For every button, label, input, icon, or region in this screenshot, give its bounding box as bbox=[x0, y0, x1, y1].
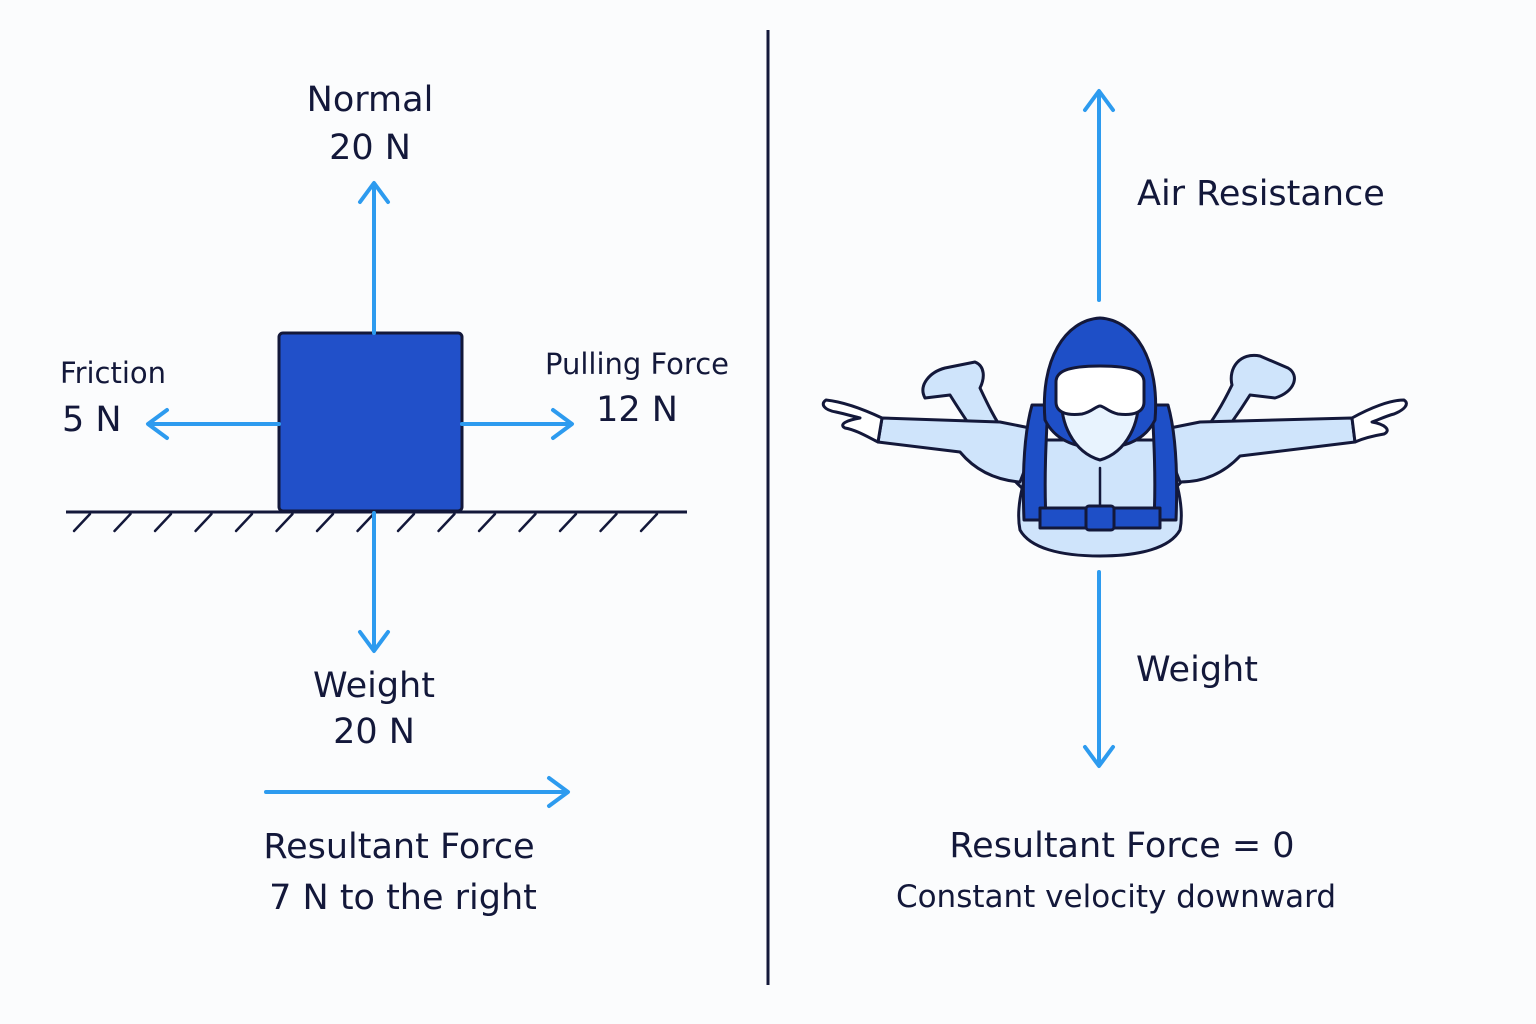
ground-hatch bbox=[153, 512, 173, 533]
left-hand bbox=[821, 398, 884, 444]
pulling-force-arrow bbox=[460, 408, 574, 440]
harness-left bbox=[1021, 403, 1050, 522]
air-resistance-label: Air Resistance bbox=[1137, 174, 1385, 214]
pulling-force-value: 12 N bbox=[596, 390, 678, 430]
ground-hatch bbox=[194, 512, 213, 533]
ground-hatch bbox=[599, 512, 618, 533]
normal-force-arrow bbox=[358, 181, 390, 335]
ground-surface bbox=[66, 510, 687, 533]
weight-name-left: Weight bbox=[313, 666, 435, 706]
ground-hatch bbox=[234, 512, 254, 533]
ground-hatch bbox=[275, 512, 294, 533]
ground-hatch bbox=[72, 512, 92, 533]
resultant-arrow bbox=[264, 776, 570, 808]
weight-value-left: 20 N bbox=[333, 712, 415, 752]
ground-hatch bbox=[477, 512, 497, 533]
resultant-title-left: Resultant Force bbox=[263, 827, 535, 867]
right-arm bbox=[1158, 416, 1357, 484]
friction-value: 5 N bbox=[62, 400, 122, 440]
resultant-detail-right: Constant velocity downward bbox=[895, 879, 1337, 915]
normal-force-name: Normal bbox=[306, 80, 434, 120]
ground-hatch bbox=[518, 512, 537, 533]
left-arm bbox=[876, 416, 1042, 484]
ground-hatch bbox=[315, 512, 335, 533]
ground-hatch bbox=[396, 512, 416, 533]
skydiver-illustration bbox=[821, 316, 1408, 558]
goggles bbox=[1054, 364, 1146, 416]
normal-force-value: 20 N bbox=[329, 128, 411, 168]
weight-label-right: Weight bbox=[1136, 650, 1258, 690]
ground-hatch bbox=[437, 512, 456, 533]
resultant-title-right: Resultant Force = 0 bbox=[949, 826, 1295, 866]
friction-name: Friction bbox=[60, 356, 167, 390]
ground-hatch bbox=[639, 512, 659, 533]
block bbox=[277, 331, 464, 513]
harness-right bbox=[1150, 403, 1179, 522]
belt-buckle bbox=[1084, 504, 1116, 532]
right-hand bbox=[1350, 398, 1408, 444]
pulling-force-name: Pulling Force bbox=[545, 347, 729, 381]
friction-arrow bbox=[146, 408, 281, 440]
ground-hatch bbox=[356, 512, 375, 533]
ground-hatch bbox=[113, 512, 132, 533]
resultant-detail-left: 7 N to the right bbox=[269, 878, 537, 918]
weight-arrow-left bbox=[358, 511, 390, 653]
weight-arrow-right bbox=[1083, 570, 1115, 768]
air-resistance-arrow bbox=[1083, 89, 1115, 302]
ground-hatch bbox=[558, 512, 578, 533]
